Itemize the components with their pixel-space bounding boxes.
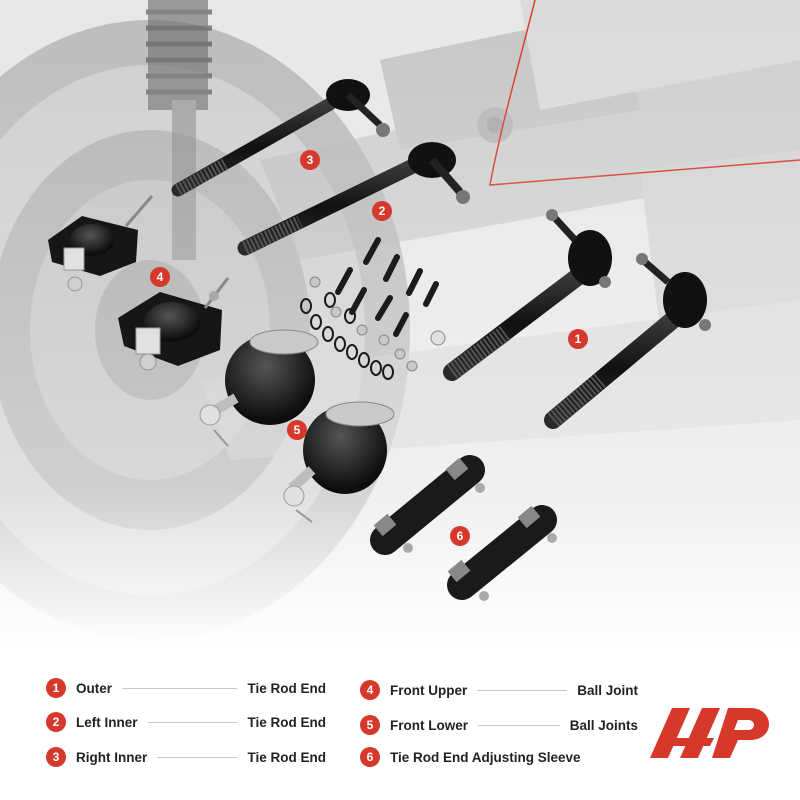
adjusting-sleeve-a <box>370 455 485 555</box>
legend-divider <box>157 756 238 758</box>
adjusting-sleeve-b <box>447 505 557 601</box>
washer-hardware <box>300 292 394 380</box>
legend-part-type: Tie Rod End <box>247 749 326 765</box>
legend-row-1: 1 Outer Tie Rod End <box>46 678 326 698</box>
callout-marker-2: 2 <box>372 201 392 221</box>
legend-part-name: Left Inner <box>76 714 138 730</box>
callout-marker-4: 4 <box>150 267 170 287</box>
legend-part-name: Front Upper <box>390 682 468 698</box>
legend-part-name: Outer <box>76 680 113 696</box>
callout-marker-5: 5 <box>287 420 307 440</box>
legend-row-2: 2 Left Inner Tie Rod End <box>46 712 326 732</box>
legend-part-type: Ball Joints <box>569 717 638 733</box>
legend-number-1: 1 <box>46 678 66 698</box>
parts-legend: 1 Outer Tie Rod End 2 Left Inner Tie Rod… <box>0 650 800 800</box>
ball-joint-lower-a <box>199 329 319 447</box>
tie-rod-end-1a <box>443 209 612 381</box>
legend-number-3: 3 <box>46 747 66 767</box>
product-illustration <box>0 0 800 650</box>
legend-number-2: 2 <box>46 712 66 732</box>
callout-marker-6: 6 <box>450 526 470 546</box>
tie-rod-end-1b <box>544 253 711 429</box>
legend-number-6: 6 <box>360 747 380 767</box>
legend-number-4: 4 <box>360 680 380 700</box>
tie-rod-end-3 <box>171 79 390 197</box>
legend-part-type: Tie Rod End <box>247 680 326 696</box>
legend-divider <box>477 689 568 691</box>
callout-marker-1: 1 <box>568 329 588 349</box>
nut-hardware <box>309 276 446 372</box>
legend-part-name: Right Inner <box>76 749 148 765</box>
legend-row-6: 6 Tie Rod End Adjusting Sleeve <box>360 747 638 767</box>
legend-part-name: Front Lower <box>390 717 468 733</box>
legend-divider <box>147 721 238 723</box>
legend-part-type: Tie Rod End <box>247 714 326 730</box>
legend-part-name: Tie Rod End Adjusting Sleeve <box>390 749 581 765</box>
ball-joint-upper-b <box>118 277 230 371</box>
legend-divider <box>478 724 560 726</box>
product-photo: 3 2 4 1 5 6 <box>0 0 800 650</box>
ball-joint-lower-b <box>283 401 395 523</box>
legend-number-5: 5 <box>360 715 380 735</box>
legend-part-type: Ball Joint <box>577 682 638 698</box>
legend-row-4: 4 Front Upper Ball Joint <box>360 680 638 700</box>
bolt-hardware <box>335 237 439 337</box>
ball-joint-upper-a <box>48 195 154 292</box>
legend-divider <box>122 687 238 689</box>
callout-marker-3: 3 <box>300 150 320 170</box>
tie-rod-end-2 <box>237 142 470 256</box>
legend-row-3: 3 Right Inner Tie Rod End <box>46 747 326 767</box>
legend-row-5: 5 Front Lower Ball Joints <box>360 715 638 735</box>
a-premium-logo-icon <box>650 708 770 758</box>
